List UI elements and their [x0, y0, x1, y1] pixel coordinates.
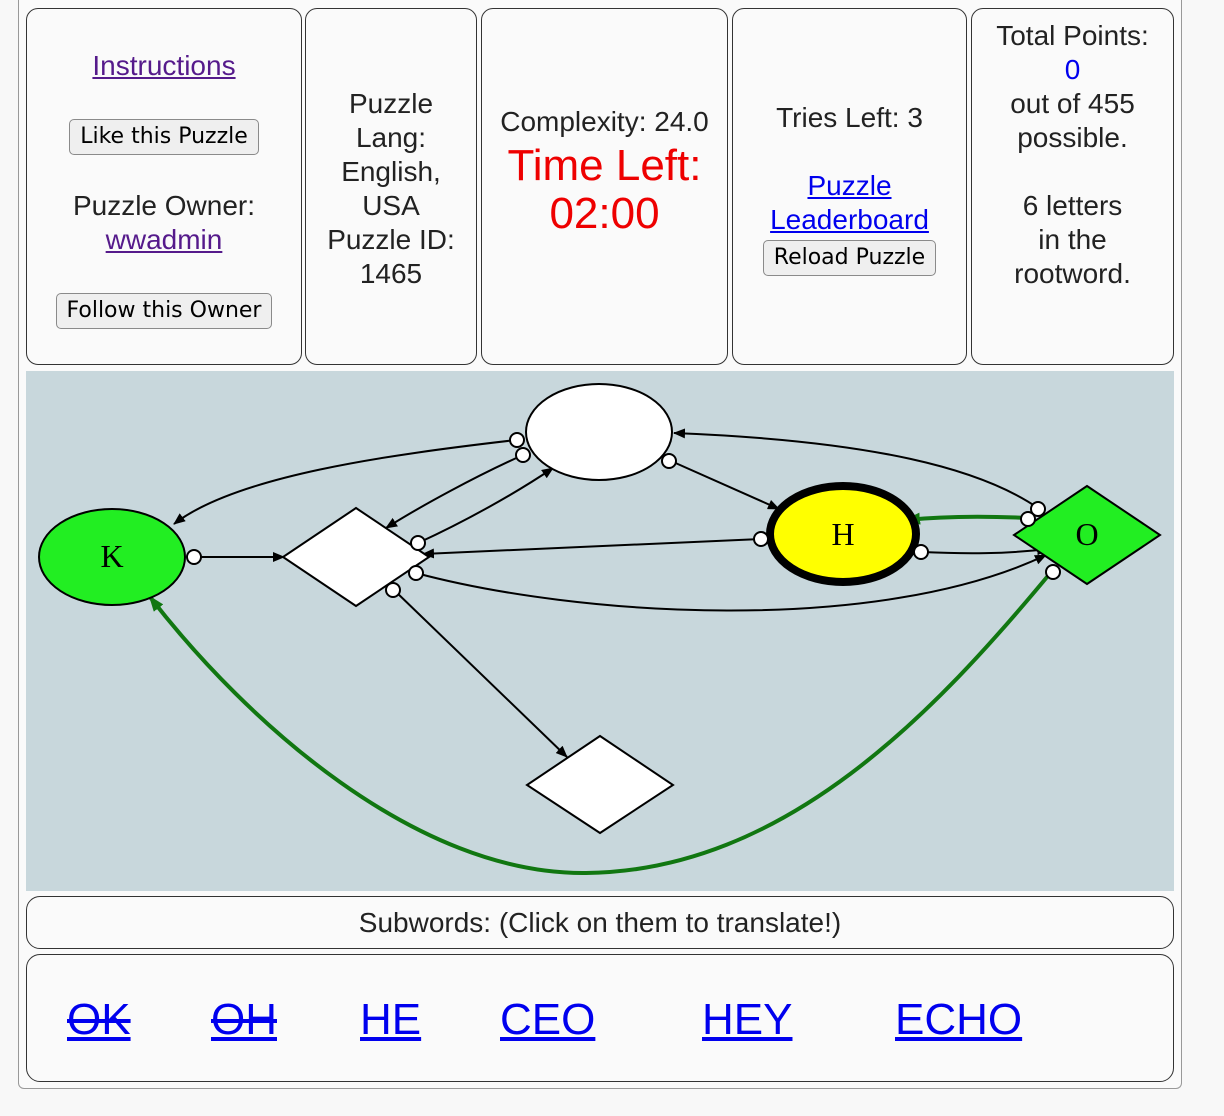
edge-tail-circle	[186, 549, 202, 565]
subword-oh[interactable]: OH	[211, 995, 277, 1044]
node-k[interactable]	[38, 508, 186, 606]
complexity-text: Complexity: 24.0	[500, 106, 709, 137]
reload-puzzle-button[interactable]: Reload Puzzle	[762, 240, 937, 276]
subword-he[interactable]: HE	[360, 995, 422, 1044]
edge-tail-circle	[913, 544, 929, 560]
info-line-4: USA	[362, 190, 420, 221]
letters-line-1: 6 letters	[1022, 190, 1123, 221]
points-possible: possible.	[1017, 122, 1128, 153]
subword-ceo[interactable]: CEO	[500, 995, 596, 1044]
edge-diamond-to-bottom	[393, 589, 568, 758]
subwords-header: Subwords: (Click on them to translate!)	[26, 896, 1174, 949]
edge-tail-circle	[661, 453, 677, 469]
points-panel: Total Points: 0 out of 455 possible. 6 l…	[971, 8, 1174, 365]
node-bottom-diamond[interactable]	[525, 734, 675, 835]
node-top-ellipse[interactable]	[525, 383, 673, 481]
leaderboard-link-line2[interactable]: Leaderboard	[770, 204, 929, 235]
edge-o-to-k	[148, 569, 1054, 876]
puzzle-info-panel: Puzzle Lang: English, USA Puzzle ID: 146…	[305, 8, 477, 365]
info-line-1: Puzzle	[348, 88, 434, 119]
tries-panel: Tries Left: 3 Puzzle Leaderboard Reload …	[732, 8, 967, 365]
owner-panel: Instructions Like this Puzzle Puzzle Own…	[26, 8, 302, 365]
edge-tail-circle	[385, 582, 401, 598]
edge-h-to-diamond	[422, 538, 762, 559]
edge-top-to-k	[173, 439, 517, 525]
edge-tail-circle	[1045, 564, 1061, 580]
edge-top-to-diamond	[385, 454, 524, 529]
edge-tail-circle	[515, 447, 531, 463]
edge-tail-circle	[1020, 511, 1036, 527]
edge-top-to-h	[670, 460, 780, 510]
total-points-label: Total Points:	[996, 20, 1149, 51]
edge-o-to-top	[673, 428, 1039, 509]
subword-echo[interactable]: ECHO	[895, 995, 1023, 1044]
time-left-value: 02:00	[549, 189, 660, 238]
node-center-diamond[interactable]	[281, 506, 431, 608]
subwords-list: OK OH HE CEO HEY ECHO	[26, 954, 1174, 1082]
total-points-value: 0	[1064, 54, 1081, 85]
node-o-label: O	[1075, 516, 1098, 552]
subword-ok[interactable]: OK	[67, 995, 131, 1044]
node-h[interactable]	[766, 482, 920, 586]
letter-graph: K H O	[26, 371, 1174, 891]
points-out-of: out of 455	[1010, 88, 1135, 119]
tries-left-text: Tries Left: 3	[776, 102, 923, 133]
follow-owner-button[interactable]: Follow this Owner	[55, 293, 273, 329]
graph-svg: K H O	[38, 383, 1162, 876]
node-o[interactable]	[1012, 484, 1162, 586]
edge-tail-circle	[509, 432, 525, 448]
letters-line-3: rootword.	[1014, 258, 1131, 289]
edge-tail-circle	[408, 565, 424, 581]
instructions-link[interactable]: Instructions	[92, 50, 236, 81]
node-h-label: H	[831, 516, 854, 552]
edge-tail-circle	[753, 531, 769, 547]
info-line-2: Lang:	[355, 122, 427, 153]
edge-diamond-to-o	[415, 554, 1047, 612]
edge-diamond-to-top	[417, 467, 554, 544]
puzzle-id: 1465	[359, 258, 423, 289]
time-left-label: Time Left:	[507, 141, 702, 190]
info-line-3: English,	[341, 156, 441, 187]
node-k-label: K	[100, 538, 123, 574]
edge-tail-circle	[410, 535, 426, 551]
info-line-5: Puzzle ID:	[327, 224, 455, 255]
edge-o-to-h	[904, 512, 1029, 525]
letters-line-2: in the	[1038, 224, 1107, 255]
like-puzzle-button[interactable]: Like this Puzzle	[69, 119, 259, 155]
edge-tail-circle	[1030, 501, 1046, 517]
leaderboard-link-line1[interactable]: Puzzle	[807, 170, 892, 201]
edge-h-to-o	[921, 545, 1049, 556]
owner-link[interactable]: wwadmin	[105, 224, 223, 255]
subword-hey[interactable]: HEY	[702, 995, 793, 1044]
timer-panel: Complexity: 24.0 Time Left: 02:00	[481, 8, 728, 365]
owner-label: Puzzle Owner:	[72, 190, 256, 221]
